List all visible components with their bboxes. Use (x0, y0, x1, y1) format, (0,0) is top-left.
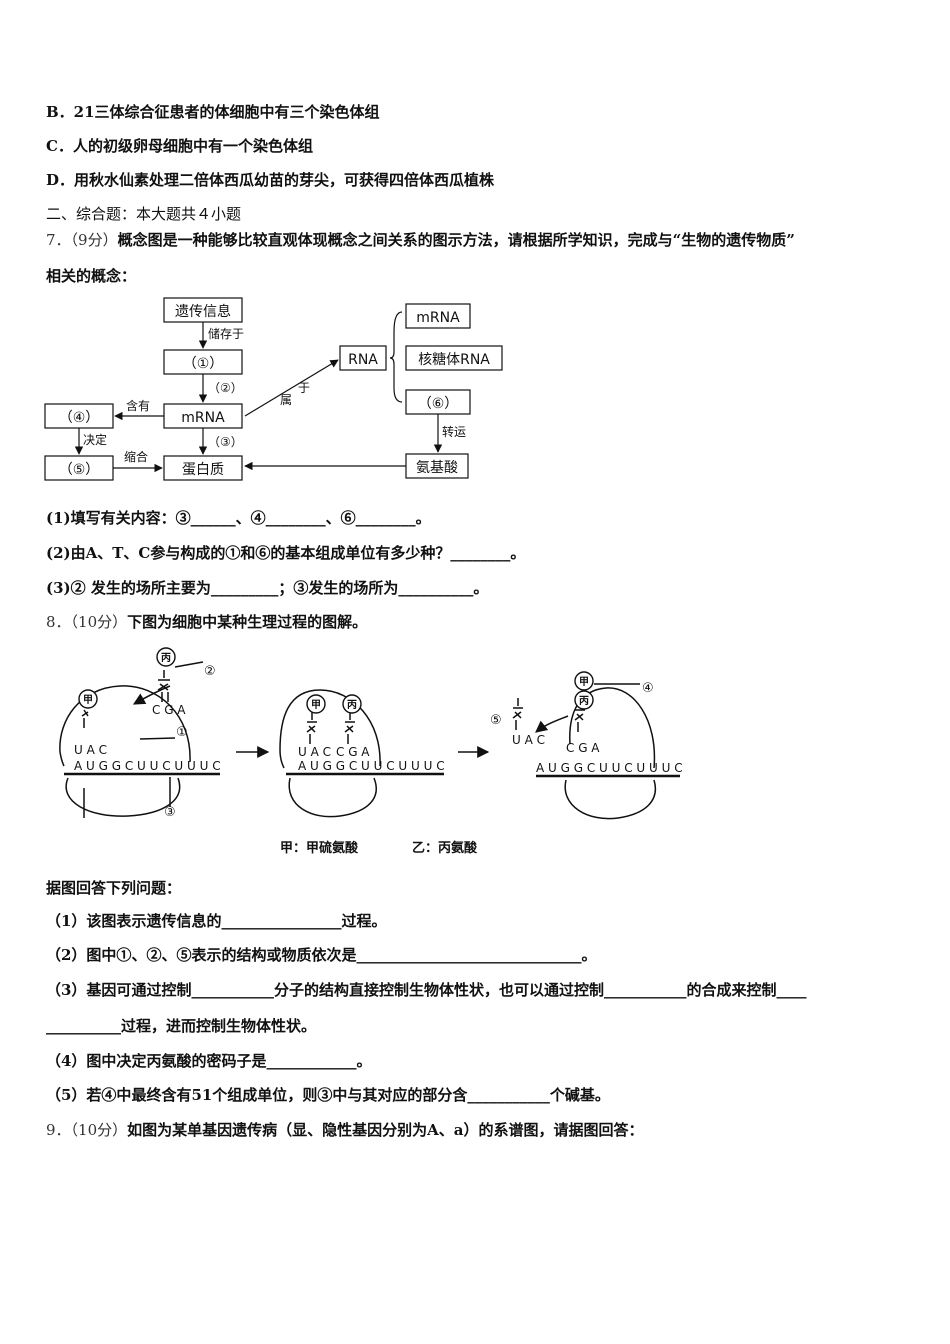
stored-in-label: 储存于 (208, 326, 244, 341)
mrna2-label: mRNA (416, 310, 460, 326)
uac-label: U A C (512, 733, 545, 747)
rrna-label: 核糖体RNA (418, 352, 490, 368)
box-6-label: （⑥） (418, 396, 459, 412)
mrna-sequence-label: A U G G C U U C U U U C (298, 759, 445, 773)
jia-label: 甲 (579, 676, 589, 688)
rna-box (339, 345, 387, 371)
question-number: 9． (46, 1121, 71, 1139)
jia-label: 甲 (311, 699, 321, 711)
mrna2-box (405, 303, 471, 329)
q8-sub1: （1）该图表示遗传信息的________________过程。 (46, 912, 387, 930)
condense-label: 缩合 (124, 449, 148, 464)
circle-4-label: ④ (642, 681, 654, 696)
jia-label: 甲 (83, 694, 93, 706)
option-d: D．用秋水仙素处理二倍体西瓜幼苗的芽尖，可获得四倍体西瓜植株 (46, 171, 495, 189)
amino-acid-label: 氨基酸 (416, 459, 458, 476)
box-5-label: （⑤） (59, 462, 100, 478)
decides-label: 决定 (83, 432, 107, 447)
legend-jia: 甲：甲硫氨酸 (280, 840, 359, 856)
question-7-stem: 7．（9分）概念图是一种能够比较直观体现概念之间关系的图示方法，请根据所学知识，… (46, 230, 795, 250)
cga-label: C G A (566, 741, 600, 755)
question-points: （10分） (70, 613, 128, 631)
belongs-label-2: 于 (298, 381, 310, 395)
circle-1-label: ① (176, 725, 188, 740)
q8-sub3: （3）基因可通过控制___________分子的结构直接控制生物体性状，也可以通… (46, 981, 807, 999)
contains-label: 含有 (126, 398, 150, 413)
arrow-2-label: （②） (208, 381, 243, 395)
q8-sub5: （5）若④中最终含有51个组成单位，则③中与其对应的部分含___________… (46, 1086, 610, 1104)
bing-label: 丙 (579, 695, 589, 707)
question-text: 如图为某单基因遗传病（显、隐性基因分别为A、a）的系谱图，请据图回答： (127, 1121, 644, 1139)
mrna-sequence-label: A U G G C U U C U U U C (74, 759, 221, 773)
question-7-stem-cont: 相关的概念： (46, 267, 137, 285)
ribosome-small-subunit-2 (288, 777, 377, 818)
translation-figure: 丙 甲 甲 丙 甲 丙 C G A U A C A U G G C U U C … (59, 647, 683, 856)
question-8-stem: 8．（10分）下图为细胞中某种生理过程的图解。 (46, 612, 367, 632)
mrna-sequence-label: A U G G C U U C U U U C (536, 761, 683, 775)
q8-sub2: （2）图中①、②、⑤表示的结构或物质依次是___________________… (46, 946, 597, 964)
question-text: 下图为细胞中某种生理过程的图解。 (127, 613, 368, 631)
cga-label: C G A (336, 745, 370, 759)
rrna-box (405, 345, 503, 371)
legend-yi: 乙：丙氨酸 (412, 840, 478, 856)
ribosome-large-subunit-3 (569, 687, 656, 769)
genetic-info-label: 遗传信息 (175, 303, 231, 320)
question-9-stem: 9．（10分）如图为某单基因遗传病（显、隐性基因分别为A、a）的系谱图，请据图回… (46, 1120, 644, 1140)
protein-label: 蛋白质 (182, 462, 224, 478)
protein-box (163, 455, 243, 481)
q8-sub4: （4）图中决定丙氨酸的密码子是____________。 (46, 1052, 372, 1070)
section-title: 二、综合题：本大题共４小题 (46, 205, 242, 223)
bing-label: 丙 (347, 699, 357, 711)
uac-label: U A C (74, 743, 107, 757)
box-4-label: （④） (59, 410, 100, 426)
q8-sub3-cont: __________过程，进而控制生物体性状。 (46, 1017, 317, 1035)
question-number: 7． (46, 231, 71, 249)
q7-sub1: (1)填写有关内容：③______、④________、⑥________。 (46, 509, 431, 527)
belongs-label-1: 属 (280, 393, 292, 407)
question-points: （9分） (70, 231, 118, 249)
uac-label: U A C (298, 745, 331, 759)
cga-label: C G A (152, 703, 186, 717)
question-text: 概念图是一种能够比较直观体现概念之间关系的图示方法，请根据所学知识，完成与“生物… (117, 231, 795, 249)
concept-map: 遗传信息 （①） mRNA 蛋白质 （④） （⑤） RNA mRNA 核糖体RN… (44, 297, 503, 481)
q7-sub3: (3)② 发生的场所主要为_________；③发生的场所为__________… (46, 579, 489, 597)
transport-label: 转运 (442, 424, 466, 439)
rna-label: RNA (348, 352, 378, 368)
option-c: C．人的初级卵母细胞中有一个染色体组 (46, 137, 313, 155)
ribosome-small-subunit-3 (564, 779, 657, 820)
option-b: B．21三体综合征患者的体细胞中有三个染色体组 (46, 103, 380, 121)
circle-5-label: ⑤ (490, 713, 502, 728)
question-points: （10分） (70, 1121, 128, 1139)
circle-2-label: ② (204, 664, 216, 679)
box-1-label: （①） (183, 356, 224, 372)
circle-3-label: ③ (164, 805, 176, 820)
ribosome-small-subunit-1 (65, 777, 181, 817)
bing-label: 丙 (161, 652, 171, 664)
ribosome-large-subunit-2 (279, 689, 381, 769)
mrna-label: mRNA (181, 410, 225, 426)
q7-sub2: (2)由A、T、C参与构成的①和⑥的基本组成单位有多少种？________。 (46, 544, 526, 562)
q8-intro: 据图回答下列问题： (46, 879, 182, 897)
arrow-3-label: （③） (208, 435, 243, 449)
question-number: 8． (46, 613, 71, 631)
